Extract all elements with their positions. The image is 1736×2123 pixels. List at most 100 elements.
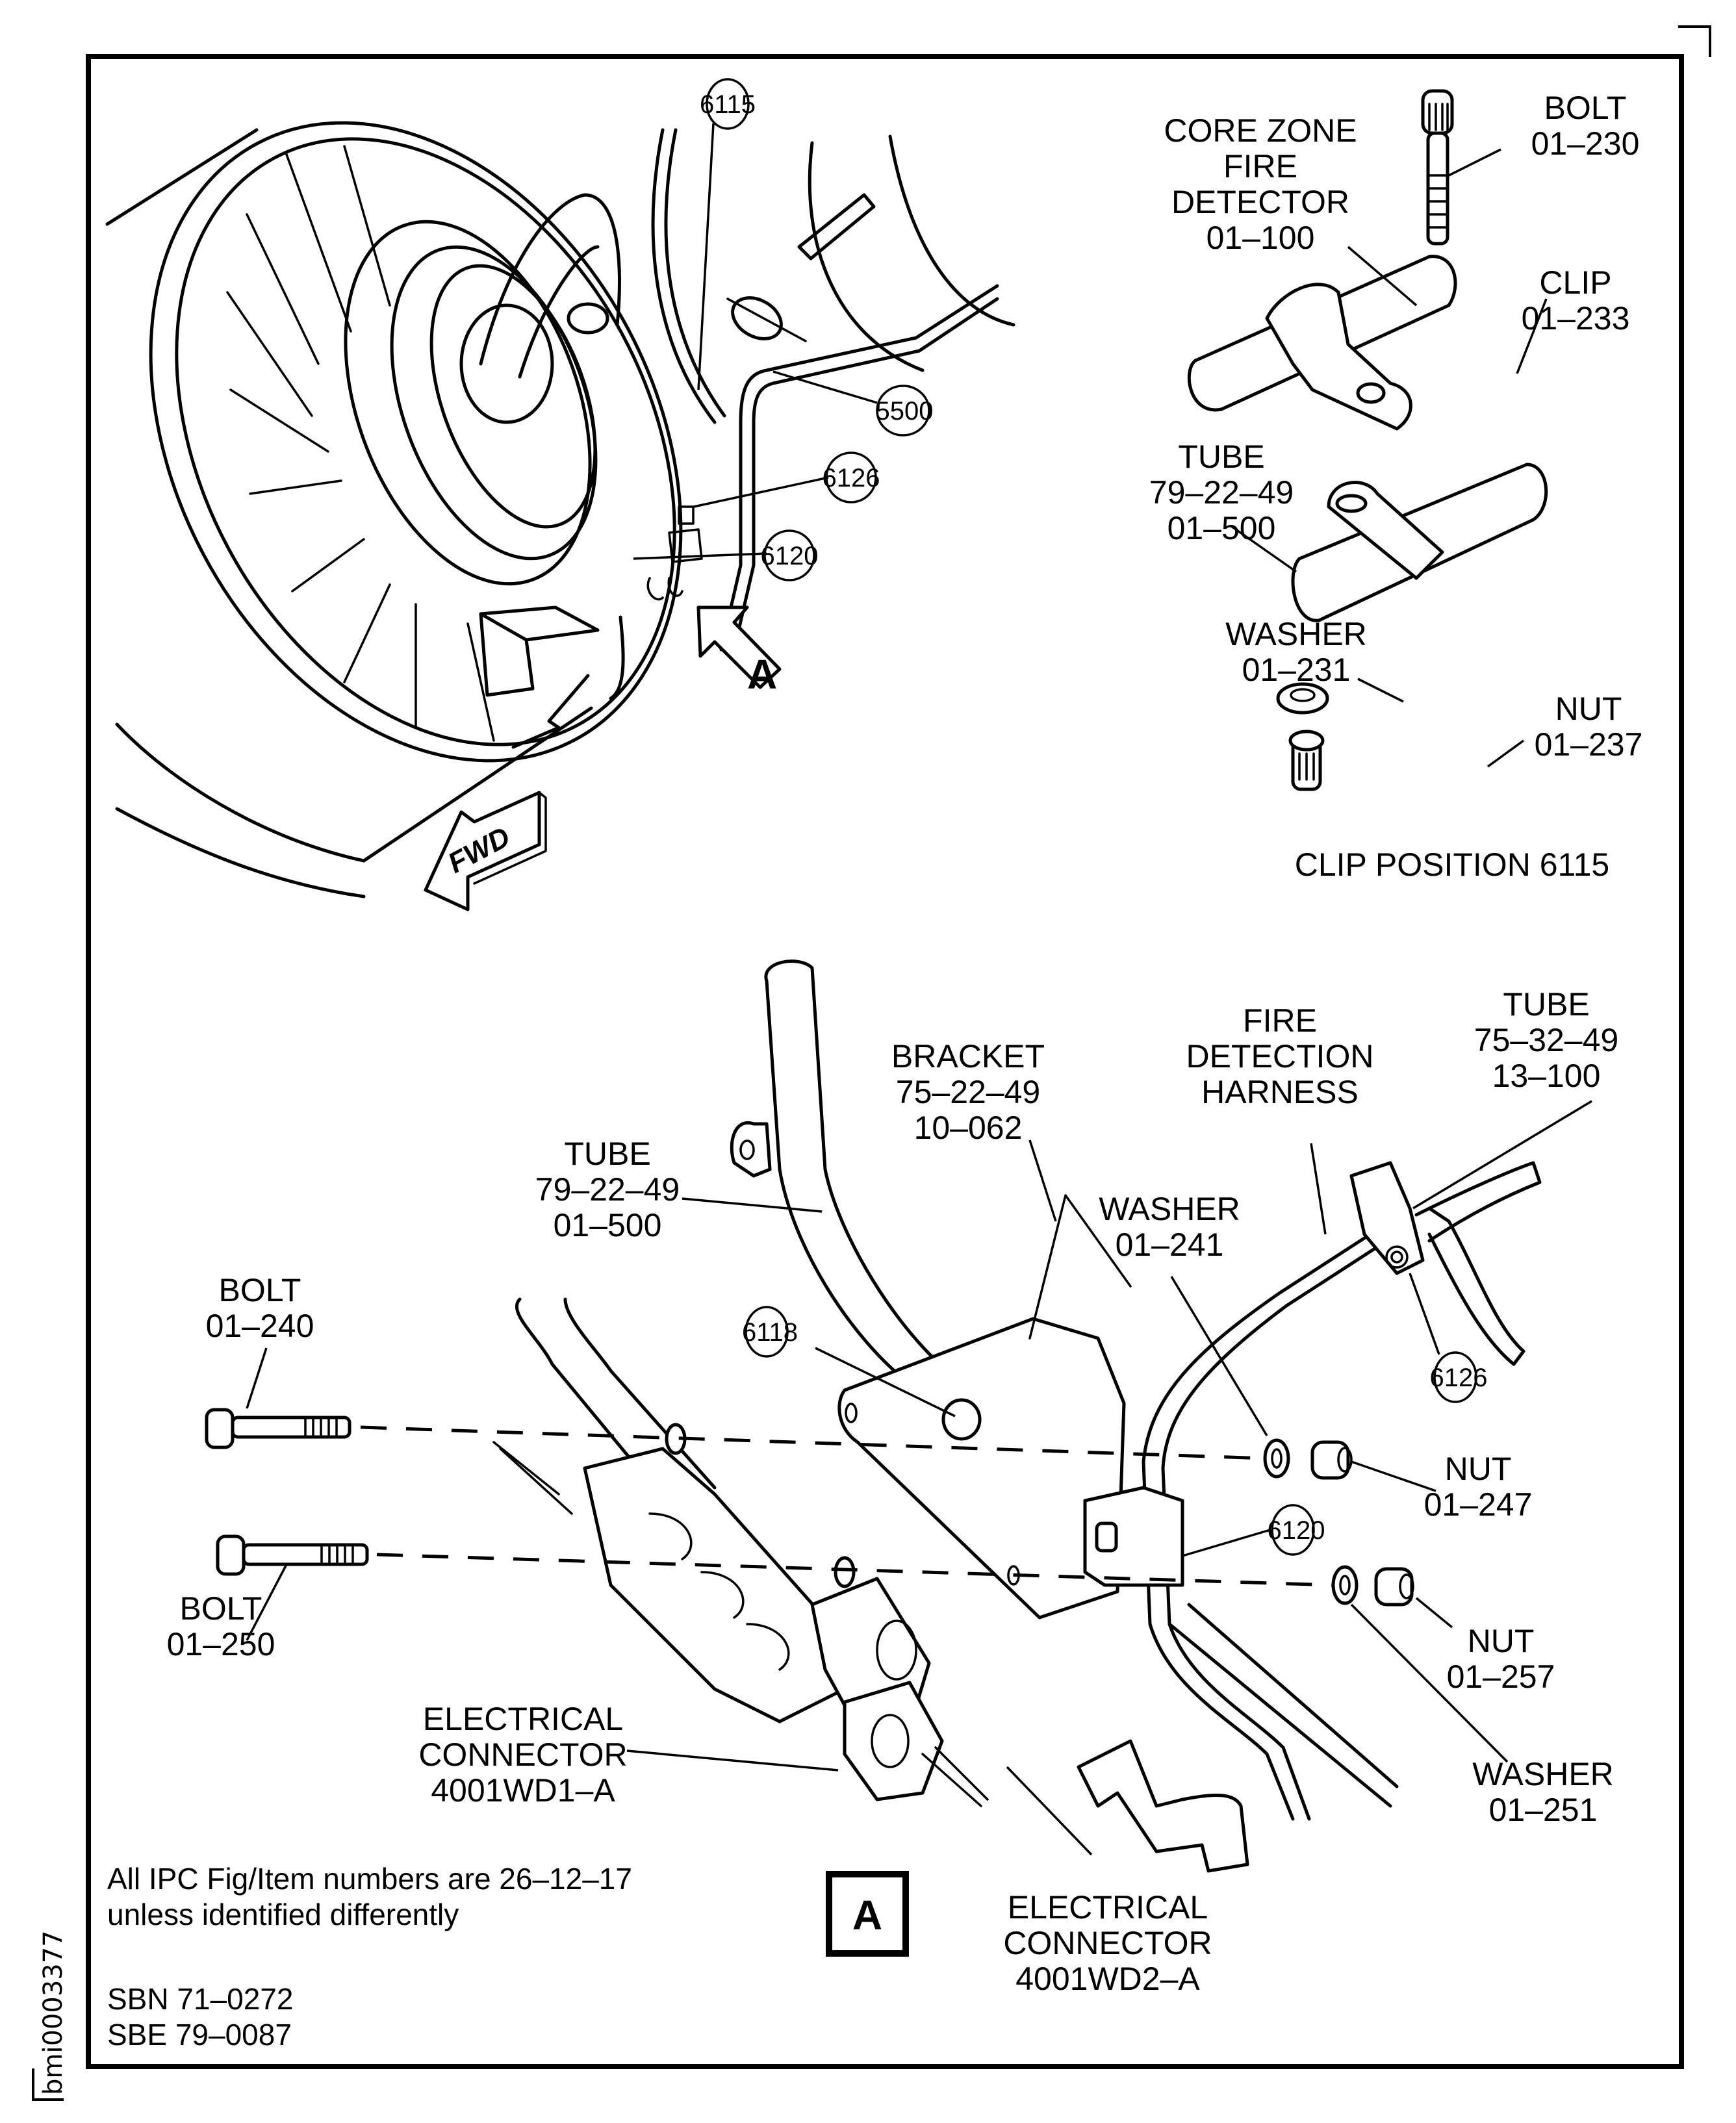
svg-text:01–241: 01–241 <box>1116 1227 1224 1263</box>
svg-text:A: A <box>852 1892 882 1939</box>
assembly-line-upper <box>360 1425 1266 1460</box>
clip-position-title: CLIP POSITION 6115 <box>1295 846 1609 883</box>
svg-text:01–100: 01–100 <box>1206 220 1315 256</box>
callout-5500: 5500 <box>772 370 934 437</box>
svg-text:6120: 6120 <box>1268 1516 1325 1545</box>
svg-text:01–230: 01–230 <box>1531 125 1640 162</box>
svg-text:6126: 6126 <box>1430 1364 1488 1392</box>
label-washer-01-251: WASHER 01–251 <box>1472 1756 1614 1828</box>
svg-text:CORE ZONE: CORE ZONE <box>1164 112 1357 149</box>
label-fire-detection-harness: FIRE DETECTION HARNESS <box>1186 1002 1374 1110</box>
label-electrical-connector-wd1: ELECTRICAL CONNECTOR 4001WD1–A <box>418 1701 627 1809</box>
svg-text:SBE 79–0087: SBE 79–0087 <box>107 2018 292 2052</box>
callout-6126-view-a: 6126 <box>1409 1273 1488 1403</box>
svg-text:FIRE: FIRE <box>1243 1002 1317 1039</box>
svg-text:TUBE: TUBE <box>1178 439 1264 475</box>
svg-text:10–062: 10–062 <box>914 1110 1023 1146</box>
svg-text:BOLT: BOLT <box>219 1272 301 1308</box>
callout-6120: 6120 <box>633 529 818 581</box>
view-a-arrow-label: A <box>747 651 777 698</box>
svg-text:TUBE: TUBE <box>1503 986 1589 1023</box>
view-a-art <box>205 960 1542 1873</box>
view-a-marker: A <box>826 1871 909 1957</box>
corner-mark-bottom-left <box>32 2068 64 2101</box>
svg-text:01–240: 01–240 <box>206 1308 314 1344</box>
svg-text:BOLT: BOLT <box>180 1590 262 1627</box>
callout-6120-view-a: 6120 <box>1182 1504 1325 1557</box>
svg-text:BOLT: BOLT <box>1544 90 1627 126</box>
label-bolt-01-240: BOLT 01–240 <box>206 1272 314 1344</box>
svg-text:DETECTION: DETECTION <box>1186 1038 1374 1074</box>
svg-text:75–32–49: 75–32–49 <box>1474 1022 1618 1058</box>
label-washer-01-241: WASHER 01–241 <box>1099 1191 1240 1263</box>
svg-text:01–250: 01–250 <box>167 1626 275 1662</box>
svg-text:HARNESS: HARNESS <box>1201 1074 1359 1110</box>
label-nut-01-237: NUT 01–237 <box>1535 691 1643 763</box>
clip-detail-art <box>1187 89 1548 791</box>
engine-overview-art <box>105 121 1015 898</box>
svg-text:01–500: 01–500 <box>554 1207 662 1243</box>
label-nut-01-257: NUT 01–257 <box>1447 1623 1555 1695</box>
callout-6126: 6126 <box>693 451 880 508</box>
svg-text:DETECTOR: DETECTOR <box>1171 184 1349 220</box>
svg-text:4001WD1–A: 4001WD1–A <box>431 1772 615 1809</box>
label-tube-13-100: TUBE 75–32–49 13–100 <box>1474 986 1618 1094</box>
svg-text:CONNECTOR: CONNECTOR <box>418 1736 627 1773</box>
svg-text:79–22–49: 79–22–49 <box>1149 474 1294 511</box>
label-bracket-10-062: BRACKET 75–22–49 10–062 <box>891 1038 1045 1146</box>
svg-text:01–231: 01–231 <box>1242 652 1351 688</box>
callout-6118: 6118 <box>742 1306 956 1417</box>
svg-text:6115: 6115 <box>700 90 756 119</box>
svg-text:5500: 5500 <box>876 397 934 426</box>
label-bolt-01-250: BOLT 01–250 <box>167 1590 275 1662</box>
callout-6115: 6115 <box>697 78 756 390</box>
svg-text:unless identified differently: unless identified differently <box>107 1898 459 1931</box>
svg-text:All IPC Fig/Item numbers are 2: All IPC Fig/Item numbers are 26–12–17 <box>107 1862 632 1896</box>
svg-text:01–247: 01–247 <box>1424 1486 1533 1523</box>
label-tube-01-500: TUBE 79–22–49 01–500 <box>535 1136 680 1243</box>
label-electrical-connector-wd2: ELECTRICAL CONNECTOR 4001WD2–A <box>1003 1889 1212 1997</box>
svg-text:WASHER: WASHER <box>1225 616 1367 652</box>
svg-text:WASHER: WASHER <box>1472 1756 1614 1792</box>
svg-text:4001WD2–A: 4001WD2–A <box>1015 1961 1200 1997</box>
view-a-leaders <box>246 1100 1592 1856</box>
label-nut-01-247: NUT 01–247 <box>1424 1451 1533 1523</box>
svg-text:CONNECTOR: CONNECTOR <box>1003 1925 1212 1961</box>
view-a-arrow <box>696 605 782 689</box>
svg-text:01–257: 01–257 <box>1447 1659 1555 1695</box>
svg-text:6126: 6126 <box>823 464 880 492</box>
drawing-frame <box>86 54 1684 2069</box>
label-washer-01-231: WASHER 01–231 <box>1225 616 1367 688</box>
svg-text:ELECTRICAL: ELECTRICAL <box>1008 1889 1208 1926</box>
svg-text:NUT: NUT <box>1445 1451 1512 1487</box>
svg-text:WASHER: WASHER <box>1099 1191 1240 1227</box>
svg-text:BRACKET: BRACKET <box>891 1038 1045 1074</box>
svg-text:NUT: NUT <box>1555 691 1622 727</box>
svg-text:01–500: 01–500 <box>1168 510 1276 546</box>
svg-text:SBN 71–0272: SBN 71–0272 <box>107 1982 293 2016</box>
clip-detail-leaders <box>1230 148 1548 768</box>
svg-text:FIRE: FIRE <box>1223 148 1297 184</box>
svg-text:TUBE: TUBE <box>564 1136 650 1172</box>
svg-text:ELECTRICAL: ELECTRICAL <box>423 1701 623 1737</box>
svg-text:13–100: 13–100 <box>1492 1058 1601 1094</box>
svg-text:01–237: 01–237 <box>1535 726 1643 763</box>
svg-text:01–251: 01–251 <box>1489 1792 1598 1828</box>
assembly-line-lower <box>376 1553 1333 1587</box>
label-clip-01-233: CLIP 01–233 <box>1522 264 1630 337</box>
svg-text:01–233: 01–233 <box>1522 300 1630 337</box>
label-core-zone-fire-detector: CORE ZONE FIRE DETECTOR 01–100 <box>1164 112 1357 256</box>
fwd-arrow: FWD <box>424 791 547 911</box>
label-bolt-01-230: BOLT 01–230 <box>1531 90 1640 162</box>
drawing-id: bmi0003377 <box>38 1930 68 2095</box>
corner-mark-top-right <box>1678 25 1711 57</box>
label-tube-01-500-detail: TUBE 79–22–49 01–500 <box>1149 439 1294 546</box>
svg-text:CLIP: CLIP <box>1539 264 1611 301</box>
ipc-note: All IPC Fig/Item numbers are 26–12–17 un… <box>107 1862 632 1931</box>
svg-text:6118: 6118 <box>742 1318 798 1347</box>
svg-text:79–22–49: 79–22–49 <box>535 1171 680 1208</box>
service-bulletins: SBN 71–0272 SBE 79–0087 <box>107 1982 293 2052</box>
svg-text:NUT: NUT <box>1468 1623 1535 1659</box>
svg-text:75–22–49: 75–22–49 <box>896 1074 1040 1110</box>
